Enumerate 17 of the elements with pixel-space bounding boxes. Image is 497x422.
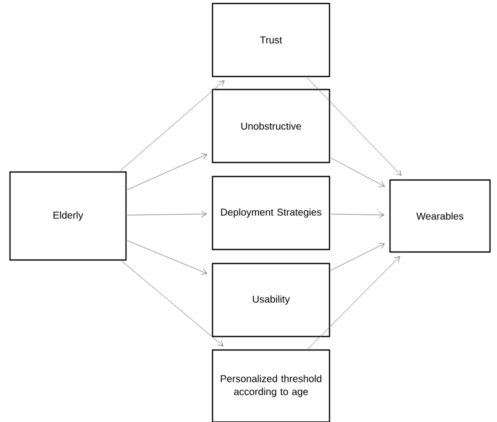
arrow — [122, 261, 224, 346]
process-box: Wearables — [389, 179, 491, 253]
process-box: Elderly — [9, 171, 127, 261]
process-box: Deployment Strategies — [212, 176, 330, 250]
arrow — [120, 80, 224, 171]
arrow — [127, 240, 208, 275]
process-box: Unobstructive — [212, 88, 330, 164]
arrow — [127, 210, 207, 218]
arrow — [330, 212, 384, 218]
arrow — [308, 256, 400, 349]
process-box: Usability — [212, 262, 330, 338]
arrow — [127, 153, 208, 190]
arrow — [330, 242, 385, 270]
process-box: Personalized threshold according to age — [212, 349, 330, 422]
process-box: Trust — [212, 2, 330, 78]
arrow — [307, 78, 402, 176]
arrow — [330, 158, 385, 188]
